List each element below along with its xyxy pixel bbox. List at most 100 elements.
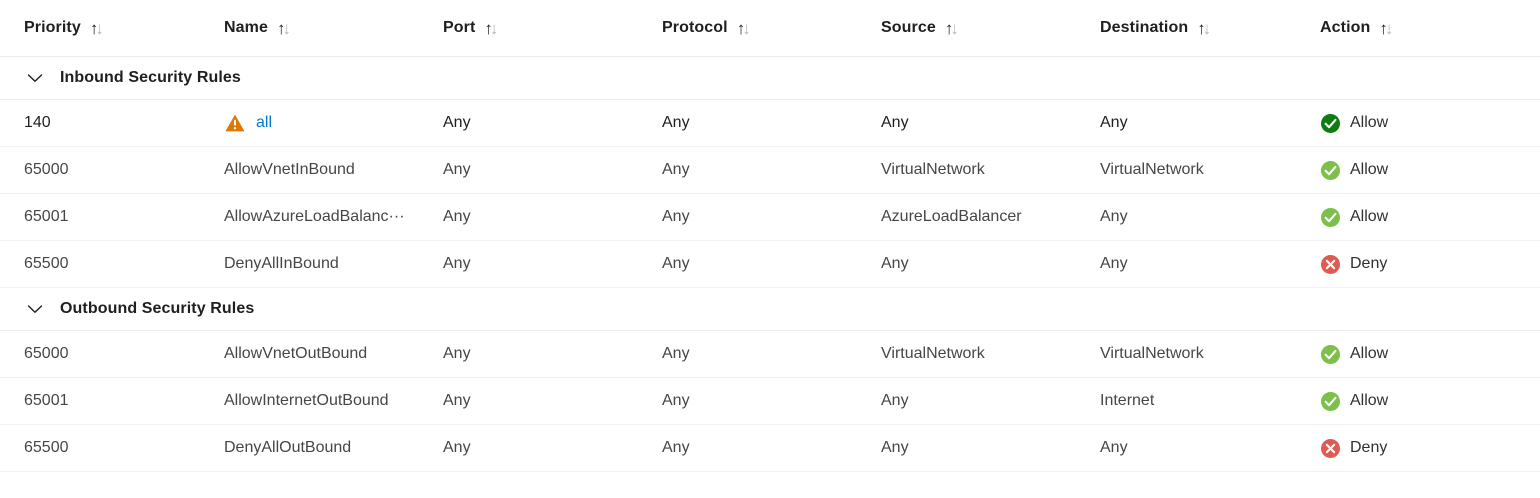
column-header-source[interactable]: Source↑↓: [881, 19, 1100, 37]
cell-text: Any: [443, 392, 471, 409]
sort-arrows-icon[interactable]: ↑↓: [1379, 20, 1393, 37]
sort-arrows-icon[interactable]: ↑↓: [277, 20, 291, 37]
sort-down-icon: ↓: [950, 19, 959, 37]
sort-down-icon: ↓: [282, 19, 291, 37]
group-header-label: Inbound Security Rules: [60, 69, 241, 86]
cell-text: AzureLoadBalancer: [881, 208, 1022, 225]
cell-text: Internet: [1100, 392, 1155, 409]
cell-action: Allow: [1320, 160, 1516, 181]
cell-destination: Internet: [1100, 392, 1320, 410]
action-label: Allow: [1350, 208, 1389, 225]
sort-arrows-icon[interactable]: ↑↓: [90, 20, 104, 37]
cell-port: Any: [443, 208, 662, 226]
cell-protocol: Any: [662, 392, 881, 410]
column-header-protocol[interactable]: Protocol↑↓: [662, 19, 881, 37]
check-circle-icon: [1320, 160, 1341, 181]
sort-arrows-icon[interactable]: ↑↓: [484, 20, 498, 37]
group-header-row[interactable]: Outbound Security Rules: [0, 288, 1540, 331]
rule-name-text: AllowVnetInBound: [224, 161, 355, 178]
sort-down-icon: ↓: [742, 19, 751, 37]
cell-text: 65001: [24, 392, 69, 409]
cell-text: Any: [662, 114, 690, 131]
check-circle-icon: [1320, 391, 1341, 412]
cell-action: Allow: [1320, 113, 1516, 134]
sort-up-icon: ↑: [944, 19, 954, 37]
cell-port: Any: [443, 439, 662, 457]
cell-source: VirtualNetwork: [881, 161, 1100, 179]
cell-name: AllowAzureLoadBalanc···: [224, 208, 443, 226]
cell-protocol: Any: [662, 208, 881, 226]
table-header-row: Priority↑↓Name↑↓Port↑↓Protocol↑↓Source↑↓…: [0, 0, 1540, 57]
cell-text: 140: [24, 114, 51, 131]
cell-action: Allow: [1320, 391, 1516, 412]
cell-priority: 65000: [0, 161, 224, 179]
cell-action: Allow: [1320, 344, 1516, 365]
rule-name-text: DenyAllOutBound: [224, 439, 352, 456]
rule-name-link[interactable]: all: [256, 114, 273, 131]
action-label: Allow: [1350, 392, 1389, 409]
cell-protocol: Any: [662, 114, 881, 132]
cell-text: VirtualNetwork: [1100, 161, 1204, 178]
cell-action: Deny: [1320, 438, 1516, 459]
column-header-label: Name: [224, 19, 268, 36]
cell-text: Any: [443, 208, 471, 225]
cell-name: AllowInternetOutBound: [224, 392, 443, 410]
sort-arrows-icon[interactable]: ↑↓: [945, 20, 959, 37]
sort-up-icon: ↑: [736, 19, 746, 37]
cell-port: Any: [443, 114, 662, 132]
cell-source: Any: [881, 439, 1100, 457]
sort-arrows-icon[interactable]: ↑↓: [1197, 20, 1211, 37]
cell-text: Any: [662, 208, 690, 225]
column-header-destination[interactable]: Destination ↑↓: [1100, 19, 1320, 37]
column-header-action[interactable]: Action↑↓: [1320, 19, 1516, 37]
sort-down-icon: ↓: [1384, 19, 1394, 37]
cell-port: Any: [443, 392, 662, 410]
cell-text: Any: [443, 255, 471, 272]
cell-text: VirtualNetwork: [1100, 345, 1204, 362]
cell-text: Any: [1100, 208, 1128, 225]
chevron-down-icon[interactable]: [24, 298, 46, 320]
column-header-label: Destination: [1100, 19, 1189, 36]
cell-text: Any: [881, 439, 909, 456]
group-header-row[interactable]: Inbound Security Rules: [0, 57, 1540, 100]
column-header-label: Priority: [24, 19, 81, 36]
cell-priority: 65500: [0, 255, 224, 273]
cell-destination: Any: [1100, 114, 1320, 132]
cell-destination: VirtualNetwork: [1100, 161, 1320, 179]
action-label: Deny: [1350, 439, 1388, 456]
check-circle-icon: [1320, 344, 1341, 365]
cell-priority: 65000: [0, 345, 224, 363]
cell-port: Any: [443, 161, 662, 179]
rule-name-text: AllowInternetOutBound: [224, 392, 389, 409]
action-label: Allow: [1350, 345, 1389, 362]
chevron-down-icon[interactable]: [24, 67, 46, 89]
sort-down-icon: ↓: [1202, 19, 1212, 37]
cell-name: AllowVnetOutBound: [224, 345, 443, 363]
cell-name: DenyAllOutBound: [224, 439, 443, 457]
check-circle-icon: [1320, 207, 1341, 228]
cell-destination: Any: [1100, 255, 1320, 273]
column-header-name[interactable]: Name ↑↓: [224, 19, 443, 37]
column-header-priority[interactable]: Priority ↑↓: [0, 19, 224, 37]
cell-text: 65000: [24, 345, 69, 362]
rule-name-text: AllowVnetOutBound: [224, 345, 368, 362]
cell-priority: 65001: [0, 208, 224, 226]
sort-arrows-icon[interactable]: ↑↓: [737, 20, 751, 37]
cell-action: Deny: [1320, 254, 1516, 275]
sort-up-icon: ↑: [484, 19, 493, 37]
column-header-label: Port: [443, 19, 476, 36]
rule-name-text: DenyAllInBound: [224, 255, 339, 272]
cell-text: Any: [662, 392, 690, 409]
cell-text: Any: [443, 345, 471, 362]
column-header-port[interactable]: Port ↑↓: [443, 19, 662, 37]
warning-triangle-icon: [224, 112, 246, 134]
cell-destination: Any: [1100, 208, 1320, 226]
